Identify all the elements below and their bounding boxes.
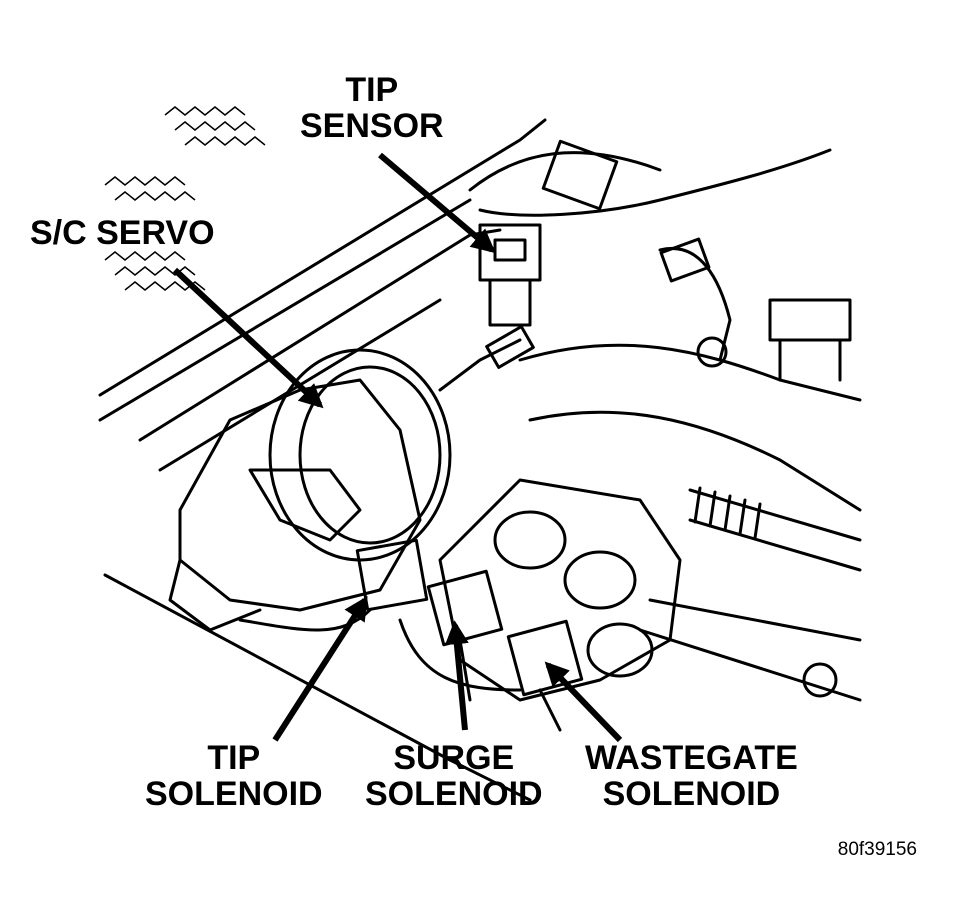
top-connector <box>541 139 619 211</box>
label-sc-servo-text: S/C SERVO <box>30 214 215 252</box>
stud <box>802 662 838 698</box>
solenoid-bracket <box>438 478 682 702</box>
fender-edge <box>98 118 547 397</box>
right-frame-2 <box>648 598 862 642</box>
label-wastegate-solenoid-line1: WASTEGATE <box>585 739 798 777</box>
right-connector <box>659 237 711 283</box>
label-tip-solenoid: TIP SOLENOID <box>145 740 323 812</box>
label-surge-solenoid-line1: SURGE <box>393 739 515 777</box>
tip-solenoid-connector <box>355 538 429 612</box>
right-fittings <box>768 298 852 382</box>
arrow-wastegate-solenoid <box>544 661 623 743</box>
right-harness <box>658 247 732 362</box>
label-wastegate-solenoid: WASTEGATE SOLENOID <box>585 740 798 812</box>
figure-id: 80f39156 <box>837 839 917 860</box>
surge-solenoid-connector <box>426 569 504 647</box>
servo-cable <box>438 338 522 392</box>
label-surge-solenoid-line2: SOLENOID <box>365 775 543 813</box>
tip-sensor-body <box>488 278 532 327</box>
solenoid-can-1 <box>493 510 567 570</box>
corrugated-hose <box>688 488 862 572</box>
arrow-tip-sensor <box>378 152 496 254</box>
label-tip-sensor-line2: SENSOR <box>300 107 444 145</box>
hose-ribs <box>693 486 762 540</box>
cable-boot <box>485 325 535 369</box>
arrow-tip-solenoid <box>272 595 368 742</box>
label-sc-servo: S/C SERVO <box>30 215 215 251</box>
hatch-2 <box>104 176 196 201</box>
label-tip-sensor: TIP SENSOR <box>300 72 444 144</box>
arrow-sc-servo <box>172 267 324 409</box>
label-wastegate-solenoid-line2: SOLENOID <box>602 775 781 813</box>
upper-harness-2 <box>468 151 662 192</box>
label-surge-solenoid: SURGE SOLENOID <box>365 740 543 812</box>
servo-diaphragm-inner <box>298 365 442 545</box>
servo-cover-slot <box>248 468 362 542</box>
servo-bracket <box>168 558 262 632</box>
grommet <box>696 336 728 368</box>
intake-hose-bottom <box>528 410 862 512</box>
servo-housing <box>178 378 422 612</box>
wastegate-solenoid-connector <box>506 619 584 697</box>
label-tip-solenoid-line2: SOLENOID <box>145 775 323 813</box>
solenoid-can-3 <box>586 622 654 678</box>
upper-harness <box>478 148 832 217</box>
solenoid-can-2 <box>563 550 637 610</box>
label-tip-solenoid-line1: TIP <box>207 739 261 777</box>
label-tip-sensor-line1: TIP <box>345 71 399 109</box>
intake-hose-top <box>518 343 862 402</box>
solenoid-wires <box>238 608 562 732</box>
lower-frame <box>103 573 532 802</box>
hatch-1 <box>164 106 266 146</box>
fender-edge-inner <box>98 198 472 422</box>
tip-sensor-tab <box>493 238 527 262</box>
right-frame <box>638 628 862 702</box>
arrow-surge-solenoid <box>444 620 469 731</box>
